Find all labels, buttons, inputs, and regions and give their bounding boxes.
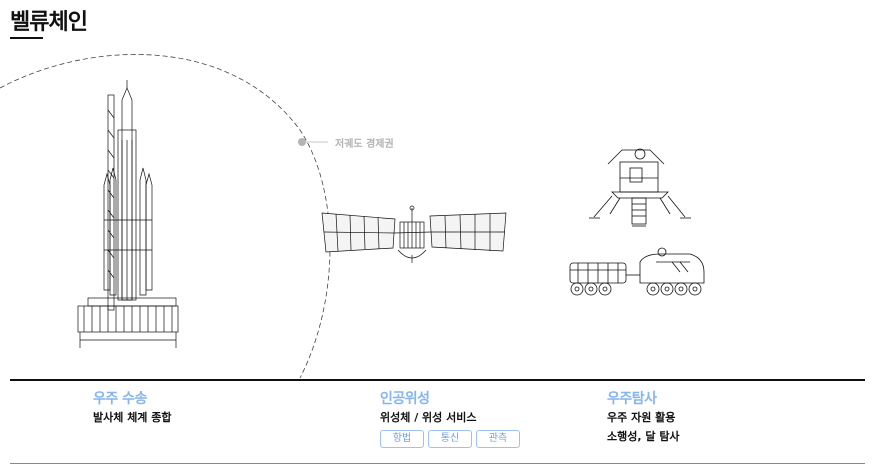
lunar-rover-illustration bbox=[569, 247, 705, 296]
column-description: 소행성, 달 탐사 bbox=[607, 430, 680, 443]
column-description: 발사체 체계 종합 bbox=[93, 411, 172, 424]
column-description: 우주 자원 활용 bbox=[607, 411, 676, 424]
title-underline bbox=[10, 37, 43, 39]
tag-observation[interactable]: 관측 bbox=[476, 430, 520, 448]
column-space-transport: 우주 수송 발사체 체계 종합 bbox=[93, 388, 172, 430]
page-title: 벨류체인 bbox=[10, 10, 88, 35]
orbit-label-dot bbox=[298, 138, 306, 146]
bottom-divider bbox=[10, 463, 865, 464]
orbit-arc bbox=[0, 54, 331, 378]
column-title: 우주탐사 bbox=[607, 391, 657, 407]
rocket-illustration bbox=[77, 80, 179, 348]
column-space-exploration: 우주탐사 우주 자원 활용 소행성, 달 탐사 bbox=[607, 388, 680, 449]
satellite-illustration bbox=[321, 205, 507, 263]
column-title: 우주 수송 bbox=[93, 391, 147, 407]
tag-navigation[interactable]: 항법 bbox=[380, 430, 424, 448]
column-description: 위성체 / 위성 서비스 bbox=[380, 411, 477, 424]
orbit-label: 저궤도 경제권 bbox=[335, 139, 394, 150]
lunar-lander-illustration bbox=[589, 148, 691, 227]
column-satellite: 인공위성 위성체 / 위성 서비스 항법 통신 관측 bbox=[380, 388, 520, 448]
tag-group: 항법 통신 관측 bbox=[380, 430, 520, 448]
illustration-canvas bbox=[0, 54, 705, 378]
rover-wheels bbox=[570, 282, 702, 296]
top-divider bbox=[10, 379, 865, 381]
tag-communication[interactable]: 통신 bbox=[428, 430, 472, 448]
column-title: 인공위성 bbox=[380, 391, 430, 407]
